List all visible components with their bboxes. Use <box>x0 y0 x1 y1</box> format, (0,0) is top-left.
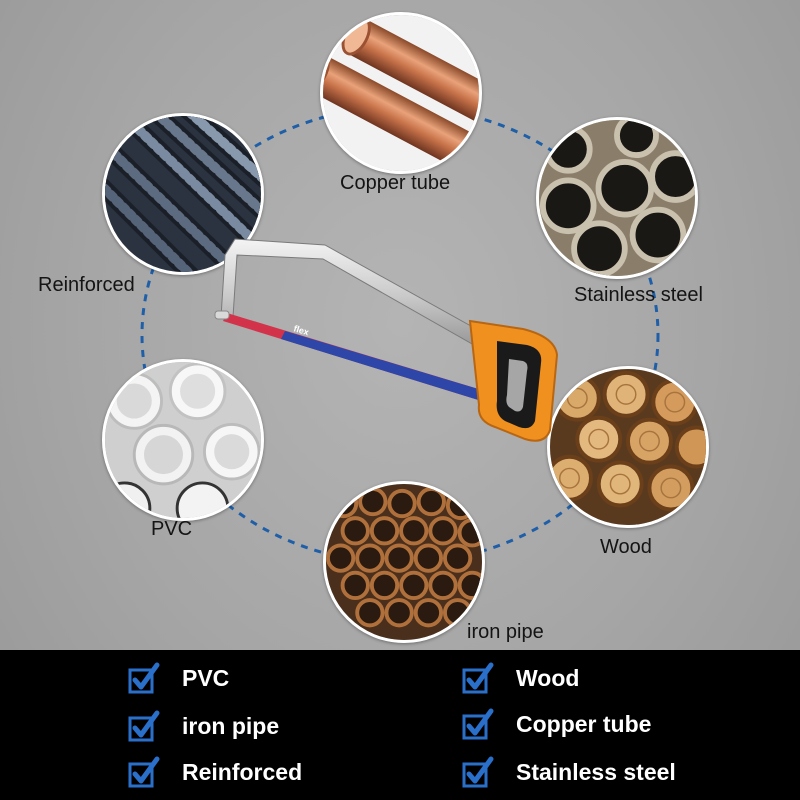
check-item-left-1: PVC <box>128 662 229 694</box>
hacksaw-illustration: flex <box>214 238 559 442</box>
check-label: Reinforced <box>182 758 303 785</box>
check-label: iron pipe <box>182 712 280 739</box>
check-label: PVC <box>182 664 230 691</box>
saw-brand-text: flex <box>292 323 310 337</box>
pvc-pipes-image <box>102 359 264 521</box>
checked-box-icon <box>462 756 494 788</box>
check-label: Stainless steel <box>516 758 676 785</box>
check-item-right-2: Copper tube <box>462 708 651 740</box>
stainless-steel-image <box>536 117 698 279</box>
check-label: Wood <box>516 664 580 691</box>
check-item-left-3: Reinforced <box>128 756 302 788</box>
label-iron-pipe: iron pipe <box>467 621 544 643</box>
checked-box-icon <box>128 662 160 694</box>
check-item-right-1: Wood <box>462 662 579 694</box>
label-copper-tube: Copper tube <box>340 172 451 194</box>
check-item-left-2: iron pipe <box>128 710 279 742</box>
checked-box-icon <box>128 710 160 742</box>
checked-box-icon <box>128 756 160 788</box>
checked-box-icon <box>462 708 494 740</box>
iron-pipe-image <box>323 481 485 643</box>
copper-tube-image <box>320 12 482 174</box>
reinforced-rebar-image <box>102 113 264 275</box>
label-pvc: PVC <box>151 518 193 540</box>
wood-logs-image <box>547 366 709 528</box>
checklist-panel: PVC iron pipe Reinforced Wood <box>0 650 800 800</box>
label-wood: Wood <box>600 536 652 558</box>
label-reinforced: Reinforced <box>38 274 135 296</box>
label-stainless-steel: Stainless steel <box>574 284 703 306</box>
check-item-right-3: Stainless steel <box>462 756 676 788</box>
check-label: Copper tube <box>516 710 652 737</box>
checked-box-icon <box>462 662 494 694</box>
